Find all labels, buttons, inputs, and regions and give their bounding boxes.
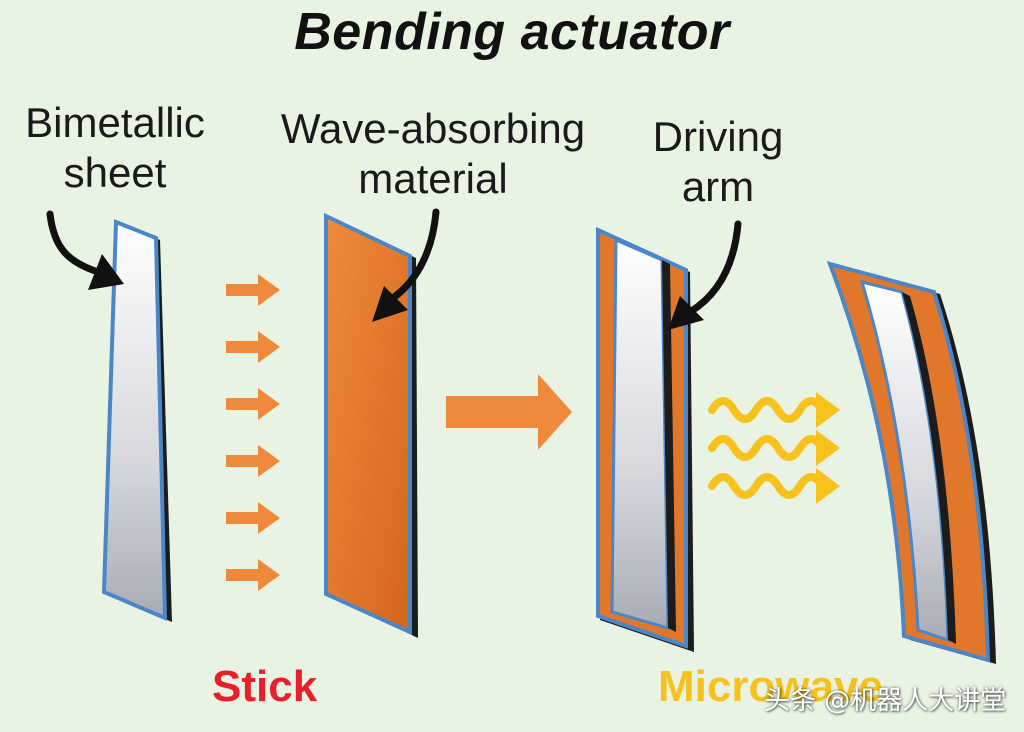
- wave-2: [708, 435, 826, 461]
- pointer-wave-head: [372, 286, 408, 322]
- bent-actuator: [826, 261, 996, 664]
- process-arrow: [446, 374, 572, 450]
- stick-arrow-3: [226, 388, 280, 420]
- stick-arrow-6: [226, 559, 280, 591]
- stick-step-label: Stick: [212, 662, 318, 711]
- wave-3: [708, 473, 826, 499]
- driving-arm-label: Driving arm: [628, 112, 808, 212]
- wave-arrowhead-2: [816, 430, 840, 466]
- microwave-waves: [708, 397, 826, 499]
- stick-arrow-2: [226, 331, 280, 363]
- diagram-title: Bending actuator: [294, 3, 730, 61]
- pointer-bimetallic: [46, 210, 102, 276]
- wave-absorbing-label: Wave-absorbing material: [248, 104, 618, 204]
- wave-absorbing-plate: [324, 212, 418, 638]
- wave-arrowhead-1: [816, 392, 840, 428]
- stick-arrows: [226, 274, 280, 591]
- wave-label-line1: Wave-absorbing: [280, 105, 586, 152]
- wave-arrowhead-3: [816, 468, 840, 504]
- stick-arrow-4: [226, 445, 280, 477]
- pointer-driving: [686, 220, 742, 316]
- pointer-arrows: [46, 208, 742, 316]
- stick-arrow-1: [226, 274, 280, 306]
- stick-arrow-5: [226, 502, 280, 534]
- bimetallic-sheet: [101, 219, 172, 622]
- wave-arrowheads: [816, 392, 840, 504]
- pointer-arrowheads: [88, 254, 704, 330]
- bimetallic-label-line2: sheet: [63, 149, 167, 196]
- bimetallic-sheet-label: Bimetallic sheet: [0, 98, 230, 198]
- watermark: 头条 @机器人大讲堂: [764, 686, 1007, 716]
- pointer-bimetallic-head: [88, 254, 124, 290]
- bimetallic-label-line1: Bimetallic: [25, 99, 205, 146]
- driving-label-line1: Driving: [652, 113, 784, 160]
- wave-1: [708, 397, 826, 423]
- assembled-actuator: [596, 226, 694, 652]
- pointer-wave: [386, 208, 440, 304]
- driving-label-line2: arm: [681, 163, 755, 210]
- wave-label-line2: material: [358, 155, 508, 202]
- microwave-step-label: Microwave: [658, 662, 883, 711]
- pointer-driving-head: [668, 296, 704, 330]
